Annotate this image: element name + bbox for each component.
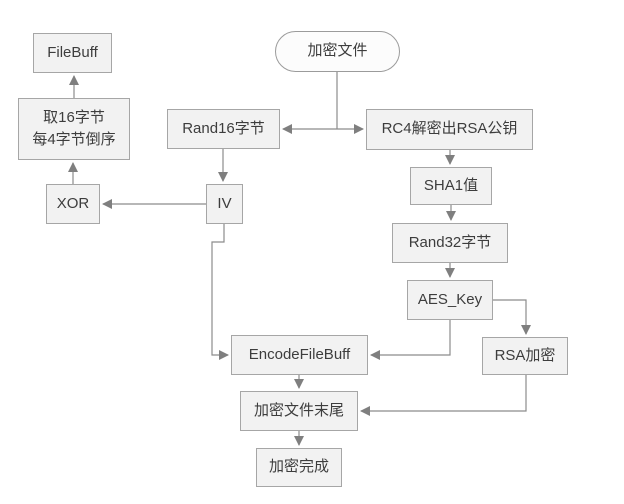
node-rand16-bytes: Rand16字节: [167, 109, 280, 149]
arrow-iv-to-encodebuff: [211, 224, 229, 360]
node-filebuff: FileBuff: [33, 33, 112, 73]
node-take-16-bytes: 取16字节 每4字节倒序: [18, 98, 130, 160]
node-label: AES_Key: [417, 290, 483, 308]
node-encrypt-file-start: 加密文件: [275, 31, 400, 72]
node-encode-filebuff: EncodeFileBuff: [231, 335, 368, 375]
arrow-aeskey-to-rsa: [493, 299, 531, 335]
node-label: IV: [217, 194, 232, 212]
node-rc4-decrypt-rsa-pubkey: RC4解密出RSA公钥: [366, 109, 533, 150]
node-label: XOR: [56, 194, 90, 212]
node-label-line1: 取16字节: [43, 108, 105, 126]
node-xor: XOR: [46, 184, 100, 224]
node-label: RC4解密出RSA公钥: [381, 120, 518, 138]
arrow-rsa-to-tail: [360, 375, 527, 416]
node-rsa-encrypt: RSA加密: [482, 337, 568, 375]
node-sha1-value: SHA1值: [410, 167, 492, 205]
node-label: SHA1值: [423, 176, 479, 194]
node-label: 加密完成: [268, 458, 329, 476]
node-label: 加密文件: [307, 42, 368, 60]
node-rand32-bytes: Rand32字节: [392, 223, 508, 263]
node-label: Rand16字节: [182, 119, 265, 137]
arrow-aeskey-to-encodebuff: [370, 320, 451, 360]
node-aes-key: AES_Key: [407, 280, 493, 320]
node-label-line2: 每4字节倒序: [32, 131, 116, 148]
node-encryption-done: 加密完成: [256, 448, 342, 487]
node-iv: IV: [206, 184, 243, 224]
node-label: 加密文件末尾: [253, 401, 344, 419]
node-append-to-file-tail: 加密文件末尾: [240, 391, 358, 431]
node-label: RSA加密: [494, 346, 556, 364]
node-label: Rand32字节: [408, 233, 492, 251]
node-label: EncodeFileBuff: [248, 345, 351, 363]
node-label: FileBuff: [47, 43, 98, 61]
